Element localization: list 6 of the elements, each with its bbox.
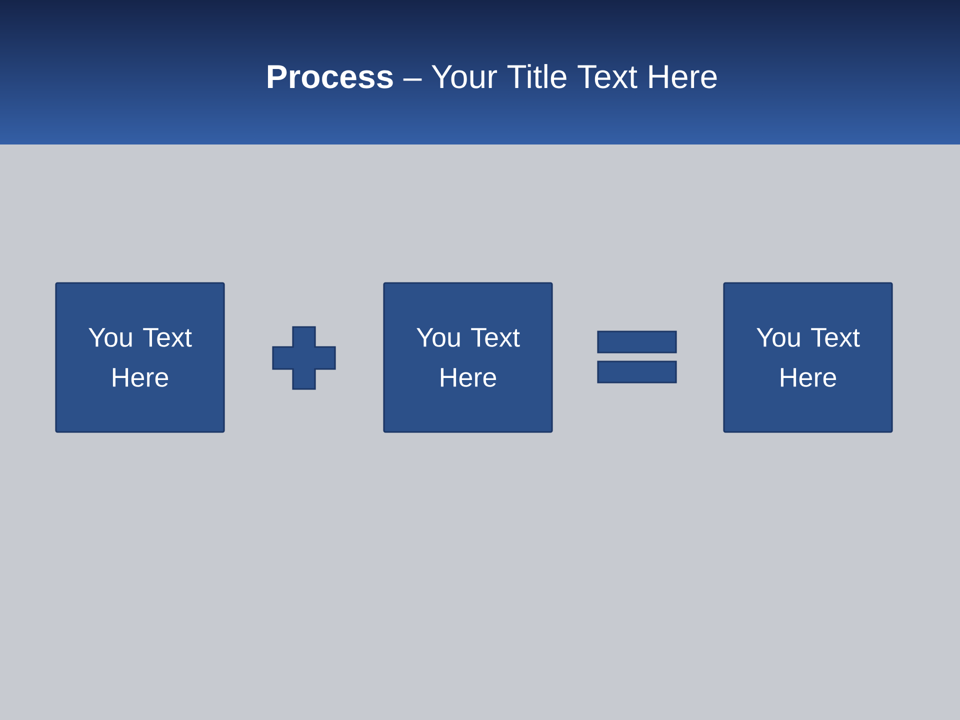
equals-sign [597,330,677,384]
text-box: You Text Here [55,282,225,433]
title: Process – Your Title Text Here [268,64,717,88]
text-box: You Text Here [383,282,553,433]
plus-sign [272,326,336,390]
text-box: You Text Here [723,282,893,433]
